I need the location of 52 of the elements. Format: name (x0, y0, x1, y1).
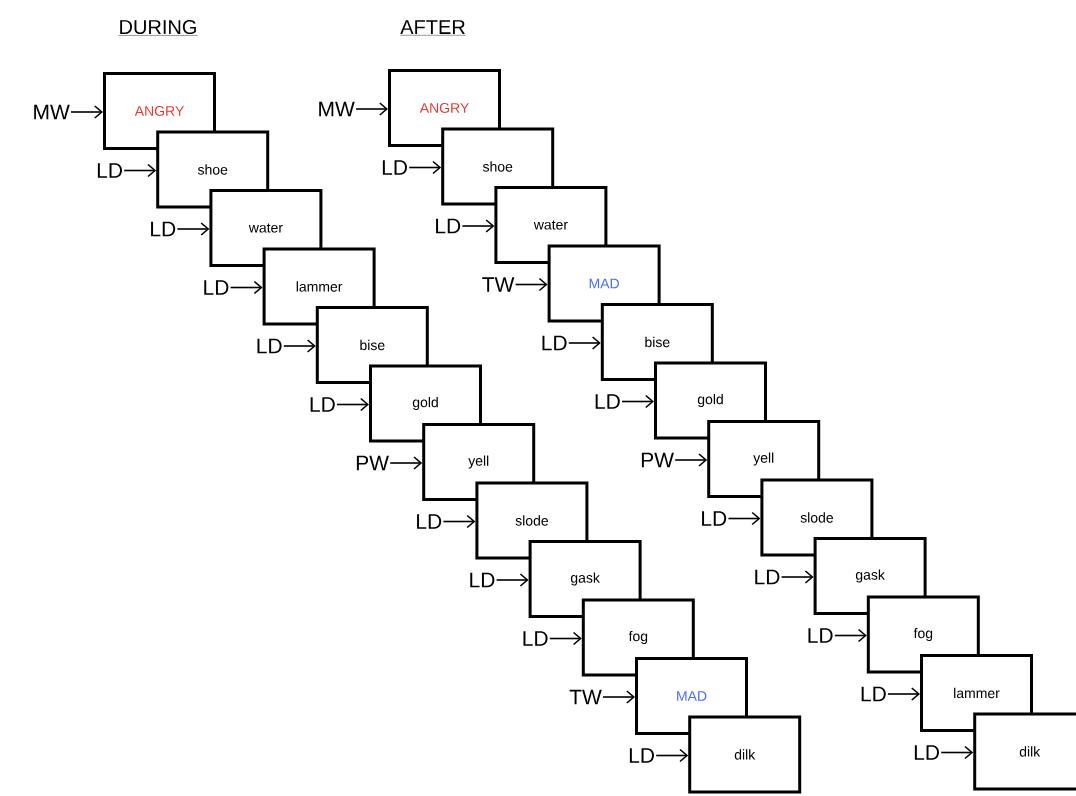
arrow (176, 222, 210, 236)
arrow (727, 511, 761, 526)
arrow (123, 163, 157, 178)
arrow (229, 280, 263, 295)
cue-label: LD (257, 338, 282, 354)
arrow (70, 105, 103, 119)
arrow (887, 687, 920, 701)
cue-label: MW (34, 104, 70, 120)
arrow (283, 339, 316, 353)
cue-label: PW (356, 455, 389, 471)
cue-label: LD (755, 569, 780, 585)
cue-label: LD (417, 514, 442, 529)
arrow (495, 573, 529, 587)
arrow (389, 456, 423, 470)
cue-label: PW (641, 452, 674, 468)
arrow (408, 160, 442, 175)
cue-label: LD (542, 335, 567, 351)
arrow (336, 397, 369, 412)
cue-label: LD (204, 280, 229, 295)
arrow (655, 748, 689, 763)
cue-label: LD (382, 160, 407, 175)
cue-label: LD (151, 221, 176, 237)
cue-label: LD (914, 745, 939, 760)
arrow (442, 514, 476, 529)
cue-label: LD (702, 511, 727, 526)
cue-label: LD (861, 686, 886, 702)
cue-label: LD (808, 628, 833, 643)
cue-label: LD (310, 397, 335, 412)
cue-label: TW (482, 277, 515, 292)
arrow (549, 631, 582, 646)
heading: AFTER (400, 20, 466, 36)
word-card: dilk (973, 712, 1076, 791)
arrow (602, 690, 635, 704)
cue-label: LD (595, 394, 620, 409)
arrow (461, 219, 495, 233)
arrow (780, 570, 814, 584)
arrow (568, 336, 601, 350)
cue-label: MW (319, 101, 355, 117)
cue-label: LD (629, 748, 654, 763)
cue-label: LD (436, 218, 461, 234)
heading: DURING (118, 19, 198, 36)
arrow (940, 745, 974, 760)
arrow (674, 453, 708, 467)
cue-label: TW (569, 689, 602, 705)
word-card: dilk (688, 715, 802, 794)
arrow (834, 628, 867, 643)
arrow (621, 394, 654, 409)
arrow (514, 277, 548, 292)
cue-label: LD (523, 631, 548, 646)
arrow (355, 102, 388, 116)
cue-label: LD (97, 163, 122, 178)
cue-label: LD (470, 572, 495, 588)
